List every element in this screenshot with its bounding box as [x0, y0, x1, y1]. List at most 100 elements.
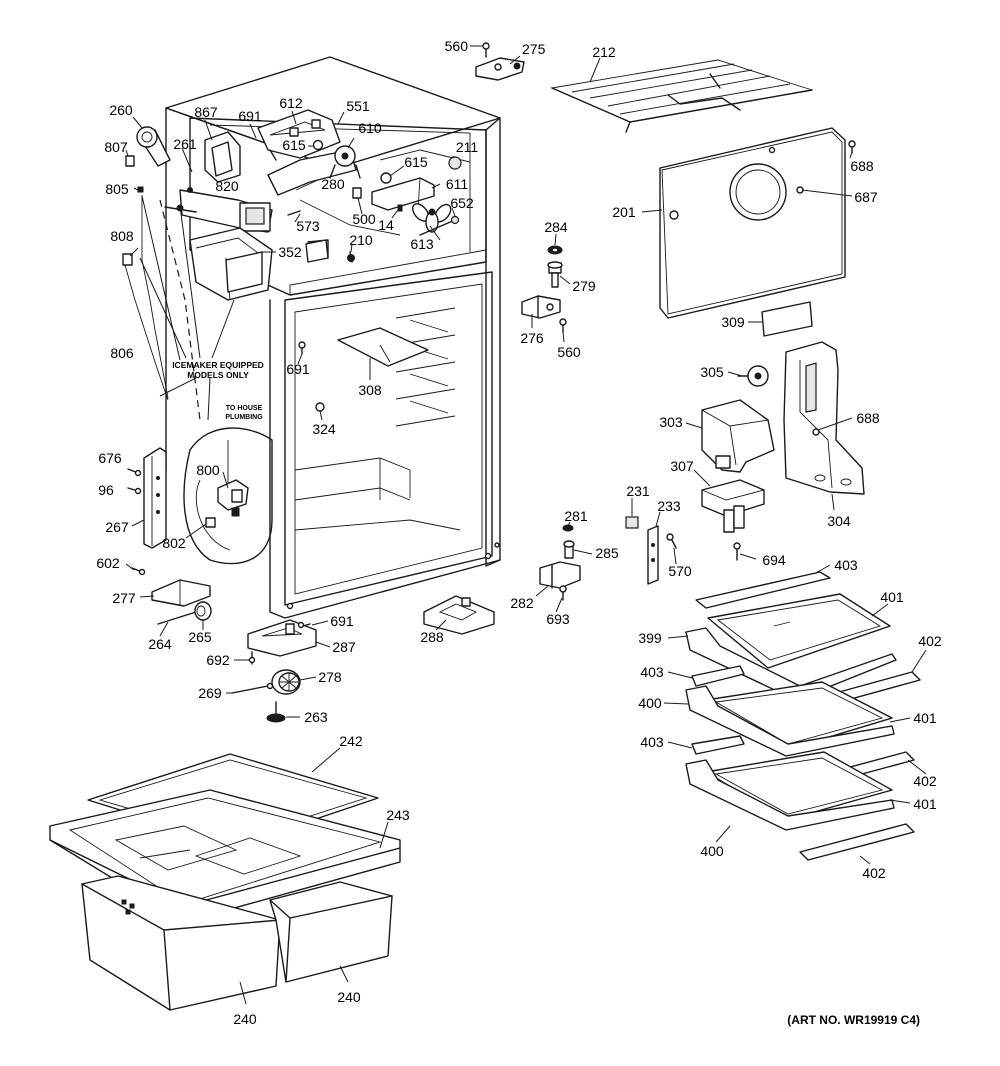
callout-277: 277: [112, 590, 136, 606]
notes: ICEMAKER EQUIPPED MODELS ONLY TO HOUSE P…: [172, 360, 920, 1027]
freezer-fan-parts: [257, 109, 462, 263]
callout-615: 615: [282, 137, 306, 153]
callout-240: 240: [233, 1011, 257, 1027]
plumbing-note-line2: PLUMBING: [225, 414, 263, 421]
callout-403: 403: [640, 734, 664, 750]
callout-324: 324: [312, 421, 336, 437]
callout-402: 402: [918, 633, 942, 649]
leader-lines: [125, 45, 927, 1005]
callout-692: 692: [206, 652, 230, 668]
temperature-control-parts: [701, 341, 865, 561]
callout-611: 611: [446, 176, 469, 192]
callout-263: 263: [304, 709, 328, 725]
callout-691: 691: [330, 613, 354, 629]
callout-240: 240: [337, 989, 361, 1005]
callout-352: 352: [278, 244, 302, 260]
door-shelves: [685, 571, 921, 861]
freezer-back-panel: [659, 127, 856, 337]
plumbing-note-line1: TO HOUSE: [226, 405, 263, 412]
callout-691: 691: [238, 108, 262, 124]
callout-800: 800: [196, 462, 220, 478]
callout-231: 231: [626, 483, 650, 499]
callout-401: 401: [913, 710, 937, 726]
callout-210: 210: [349, 232, 373, 248]
callout-808: 808: [110, 228, 134, 244]
callout-688: 688: [856, 410, 880, 426]
callout-288: 288: [420, 629, 444, 645]
icemaker-note-line2: MODELS ONLY: [187, 370, 249, 380]
callout-279: 279: [572, 278, 596, 294]
callout-275: 275: [522, 41, 546, 57]
callout-694: 694: [762, 552, 786, 568]
callout-285: 285: [595, 545, 619, 561]
callout-400: 400: [700, 843, 724, 859]
callout-560: 560: [557, 344, 581, 360]
callout-labels: 560 275 212 260 867 691 612 551 610 615 …: [96, 38, 942, 1027]
callout-243: 243: [386, 807, 410, 823]
callout-551: 551: [346, 98, 370, 114]
callout-96: 96: [98, 482, 114, 498]
callout-688: 688: [850, 158, 874, 174]
callout-402: 402: [913, 773, 937, 789]
callout-264: 264: [148, 636, 172, 652]
callout-806: 806: [110, 345, 134, 361]
callout-403: 403: [640, 664, 664, 680]
callout-305: 305: [700, 364, 724, 380]
callout-260: 260: [109, 102, 133, 118]
callout-278: 278: [318, 669, 342, 685]
callout-14: 14: [378, 217, 394, 233]
callout-400: 400: [638, 695, 662, 711]
crisper-assembly: [49, 753, 401, 1011]
callout-602: 602: [96, 555, 120, 571]
callout-573: 573: [296, 218, 320, 234]
callout-308: 308: [358, 382, 382, 398]
callout-261: 261: [173, 136, 197, 152]
left-side-parts: [127, 427, 273, 625]
callout-867: 867: [194, 104, 218, 120]
callout-676: 676: [98, 450, 122, 466]
callout-309: 309: [721, 314, 745, 330]
callout-687: 687: [854, 189, 878, 205]
callout-211: 211: [456, 139, 479, 155]
callout-401: 401: [880, 589, 904, 605]
callout-265: 265: [188, 629, 212, 645]
callout-500: 500: [352, 211, 376, 227]
art-number: (ART NO. WR19919 C4): [787, 1013, 920, 1027]
callout-610: 610: [358, 120, 382, 136]
callout-570: 570: [668, 563, 692, 579]
callout-284: 284: [544, 219, 568, 235]
callout-233: 233: [657, 498, 681, 514]
icemaker-note-line1: ICEMAKER EQUIPPED: [172, 360, 264, 370]
callout-242: 242: [339, 733, 363, 749]
callout-403: 403: [834, 557, 858, 573]
callout-269: 269: [198, 685, 222, 701]
callout-820: 820: [215, 178, 239, 194]
callout-201: 201: [612, 204, 636, 220]
callout-691: 691: [286, 361, 310, 377]
callout-304: 304: [827, 513, 851, 529]
callout-693: 693: [546, 611, 570, 627]
callout-807: 807: [104, 139, 128, 155]
top-hinge-and-shelf: [475, 42, 813, 133]
callout-612: 612: [279, 95, 303, 111]
callout-399: 399: [638, 630, 662, 646]
front-roller-parts: [231, 619, 317, 723]
callout-805: 805: [105, 181, 129, 197]
callout-281: 281: [564, 508, 588, 524]
callout-276: 276: [520, 330, 544, 346]
callout-560: 560: [445, 38, 469, 54]
icemaker-parts: [122, 126, 273, 421]
callout-287: 287: [332, 639, 356, 655]
callout-280: 280: [321, 176, 345, 192]
callout-267: 267: [105, 519, 129, 535]
center-hinge-parts: [298, 245, 567, 412]
callout-401: 401: [913, 796, 937, 812]
callout-307: 307: [670, 458, 694, 474]
callout-613: 613: [410, 236, 434, 252]
callout-282: 282: [510, 595, 534, 611]
callout-402: 402: [862, 865, 886, 881]
callout-802: 802: [162, 535, 186, 551]
callout-212: 212: [592, 44, 616, 60]
callout-652: 652: [450, 195, 474, 211]
